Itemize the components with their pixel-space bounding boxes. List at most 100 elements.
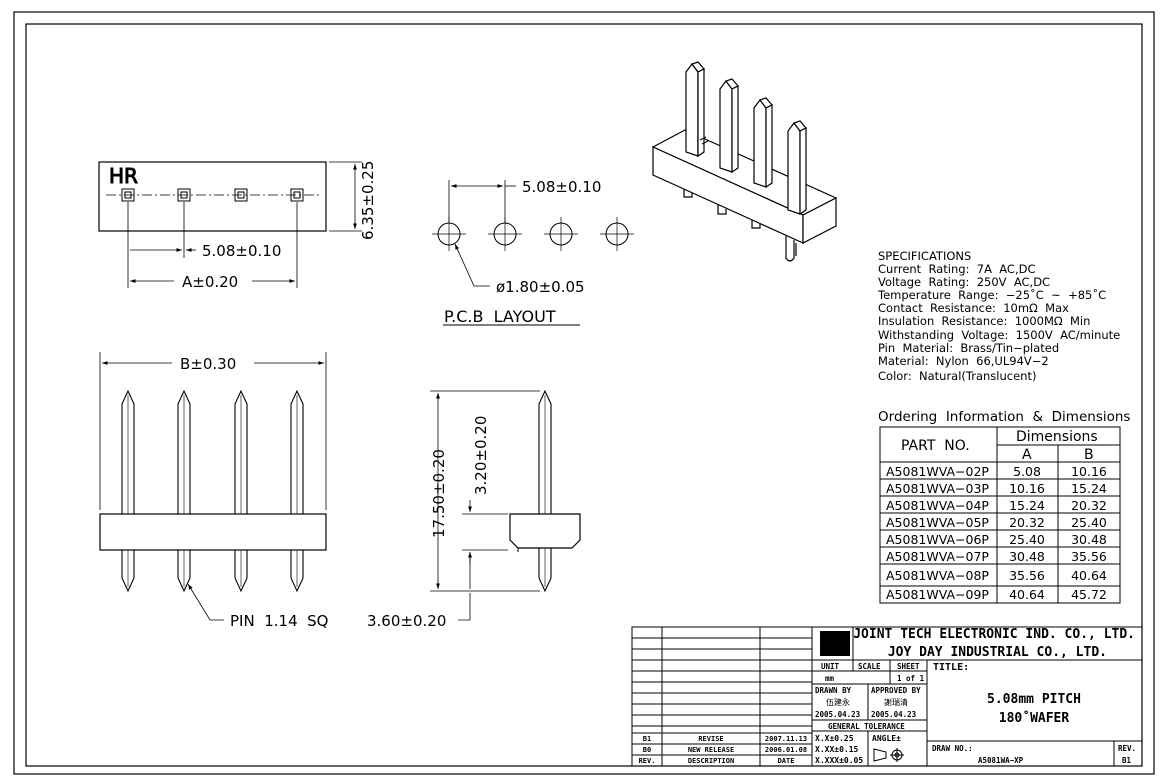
revision-date: 2006.01.08 xyxy=(765,746,807,754)
dim-a: 5.08 xyxy=(1013,464,1041,479)
spec-line: Material: Nylon 66,UL94V−2 xyxy=(878,354,1049,368)
drawing-title-line-2: 180˚WAFER xyxy=(999,710,1070,726)
sheet-value: 1 of 1 xyxy=(897,674,925,683)
col-dims-header: Dimensions xyxy=(1016,429,1098,445)
tolerance-3: X.XXX±0.05 xyxy=(815,756,863,765)
part-number: A5081WVA−02P xyxy=(886,464,989,479)
drawn-by-label: DRAWN BY xyxy=(815,686,852,695)
scale-label: SCALE xyxy=(858,662,881,671)
unit-value: mm xyxy=(825,674,835,683)
title-block: JD JOINT TECH ELECTRONIC IND. CO., LTD. … xyxy=(631,626,1143,767)
drawing-title-line-1: 5.08mm PITCH xyxy=(987,692,1081,707)
side-top-label: 3.20±0.20 xyxy=(472,416,490,495)
front-view: B±0.30 PIN 1.14 SQ xyxy=(99,352,329,630)
drawn-date: 2005.04.23 xyxy=(815,710,861,719)
top-view: HR 5.08±0.10 A±0.20 6.35±0.25 xyxy=(98,161,377,291)
dim-a: 30.48 xyxy=(1009,549,1045,564)
front-housing xyxy=(99,513,327,551)
part-number: A5081WVA−06P xyxy=(886,532,989,547)
col-b-header: B xyxy=(1084,447,1094,463)
side-view: 17.50±0.20 3.20±0.20 3.60±0.20 xyxy=(367,389,581,630)
part-number: A5081WVA−07P xyxy=(886,549,989,564)
spec-line: Current Rating: 7A AC,DC xyxy=(878,262,1036,276)
specifications-block: SPECIFICATIONS Current Rating: 7A AC,DC … xyxy=(877,249,1120,383)
rev-header: REV. xyxy=(639,757,656,765)
dim-a: 15.24 xyxy=(1009,498,1045,513)
iso-pin xyxy=(685,61,705,158)
title-label: TITLE: xyxy=(933,662,969,673)
part-number: A5081WVA−09P xyxy=(886,587,989,602)
top-height-label: 6.35±0.25 xyxy=(359,161,377,240)
part-number: A5081WVA−08P xyxy=(886,568,989,583)
rev-value: B1 xyxy=(1122,756,1132,765)
rev-label: REV. xyxy=(1118,744,1136,753)
dim-b: 25.40 xyxy=(1071,515,1107,530)
front-b-label: B±0.30 xyxy=(180,355,236,373)
approved-by-label: APPROVED BY xyxy=(871,686,921,695)
dim-b: 45.72 xyxy=(1071,587,1107,602)
part-number: A5081WVA−05P xyxy=(886,515,989,530)
spec-line: Voltage Rating: 250V AC,DC xyxy=(878,275,1050,289)
revision-code: B0 xyxy=(643,746,651,754)
spec-line: Pin Material: Brass/Tin−plated xyxy=(878,341,1059,355)
top-a-label: A±0.20 xyxy=(182,273,238,291)
spec-line: Color: Natural(Translucent) xyxy=(878,369,1036,383)
sheet-label: SHEET xyxy=(897,662,920,671)
tolerance-1: X.X±0.25 xyxy=(815,734,854,743)
dim-b: 35.56 xyxy=(1071,549,1107,564)
pcb-layout-view: 5.08±0.10 ø1.80±0.05 P.C.B LAYOUT xyxy=(432,178,634,326)
specs-heading: SPECIFICATIONS xyxy=(878,249,971,263)
date-header: DATE xyxy=(778,757,795,765)
iso-pin xyxy=(787,120,807,216)
company-logo: JD xyxy=(820,631,850,656)
dim-a: 10.16 xyxy=(1009,481,1045,496)
draw-number-label: DRAW NO.: xyxy=(932,744,973,753)
ordering-heading: Ordering Information & Dimensions xyxy=(878,409,1130,425)
company-name-2: JOY DAY INDUSTRIAL CO., LTD. xyxy=(888,645,1107,660)
col-part-header: PART NO. xyxy=(901,438,970,454)
angle-label: ANGLE± xyxy=(872,734,901,743)
description-header: DESCRIPTION xyxy=(688,757,734,765)
spec-line: Contact Resistance: 10mΩ Max xyxy=(878,301,1069,315)
dim-b: 15.24 xyxy=(1071,481,1107,496)
unit-label: UNIT xyxy=(821,662,840,671)
top-view-marking: HR xyxy=(109,164,138,188)
svg-text:JD: JD xyxy=(826,636,844,654)
draw-number-value: A5081WA−XP xyxy=(978,756,1024,765)
iso-pin xyxy=(753,97,773,189)
revision-code: B1 xyxy=(643,735,651,743)
part-number: A5081WVA−03P xyxy=(886,481,989,496)
approved-date: 2005.04.23 xyxy=(871,710,917,719)
side-bottom-label: 3.60±0.20 xyxy=(367,612,446,630)
isometric-view xyxy=(651,61,838,262)
projection-symbol-icon xyxy=(873,748,904,762)
sheet-inner-border xyxy=(25,23,1143,767)
spec-line: Temperature Range: −25˚C ~ +85˚C xyxy=(877,287,1106,302)
dim-a: 25.40 xyxy=(1009,532,1045,547)
dim-b: 30.48 xyxy=(1071,532,1107,547)
dim-b: 20.32 xyxy=(1071,498,1107,513)
dim-a: 40.64 xyxy=(1009,587,1045,602)
company-name-1: JOINT TECH ELECTRONIC IND. CO., LTD. xyxy=(853,627,1135,642)
pcb-pitch-label: 5.08±0.10 xyxy=(522,178,601,196)
dim-a: 20.32 xyxy=(1009,515,1045,530)
drawn-by-name: 伍建永 xyxy=(826,697,850,707)
ordering-table: Ordering Information & Dimensions PART N… xyxy=(878,409,1130,604)
revision-description: NEW RELEASE xyxy=(688,746,734,754)
pcb-hole-label: ø1.80±0.05 xyxy=(496,278,585,296)
front-pins xyxy=(121,389,304,593)
spec-line: Insulation Resistance: 1000MΩ Min xyxy=(878,314,1090,328)
pcb-holes xyxy=(432,217,634,251)
tolerance-2: X.XX±0.15 xyxy=(815,745,859,754)
part-number: A5081WVA−04P xyxy=(886,498,989,513)
revision-date: 2007.11.13 xyxy=(765,735,807,743)
top-pitch-label: 5.08±0.10 xyxy=(202,242,281,260)
approved-by-name: 謝瑞清 xyxy=(884,697,908,707)
dim-b: 10.16 xyxy=(1071,464,1107,479)
general-tolerance-label: GENERAL TOLERANCE xyxy=(828,722,905,731)
front-pin-label: PIN 1.14 SQ xyxy=(230,612,329,630)
revision-description: REVISE xyxy=(698,735,723,743)
col-a-header: A xyxy=(1022,447,1032,463)
side-total-label: 17.50±0.20 xyxy=(430,449,448,538)
